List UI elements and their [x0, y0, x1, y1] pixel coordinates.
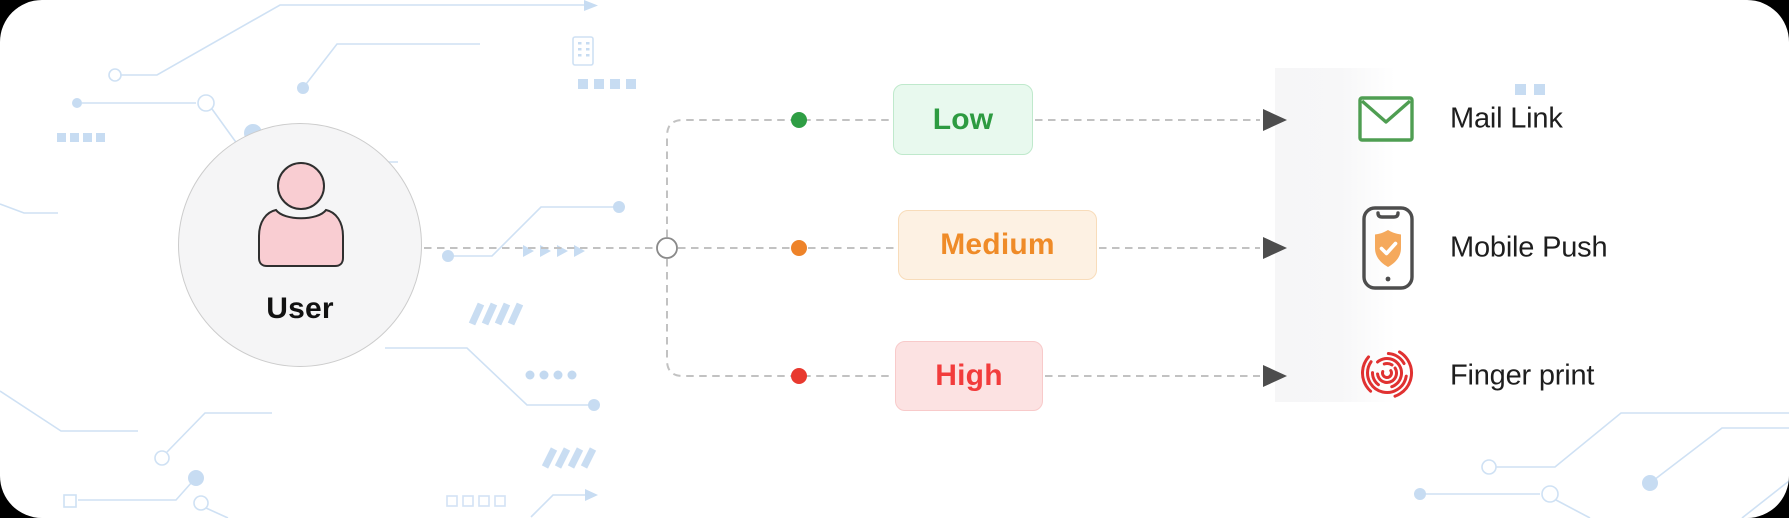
flow-line-low — [666, 119, 891, 237]
building-icon — [572, 36, 594, 66]
shield-icon — [1375, 230, 1401, 267]
method-label-mobile-push: Mobile Push — [1450, 231, 1608, 264]
flow-line-high — [666, 259, 893, 377]
medium-dot — [791, 240, 807, 256]
high-dot — [791, 368, 807, 384]
branch-node — [656, 237, 678, 259]
low-dot — [791, 112, 807, 128]
risk-badge-low: Low — [893, 84, 1033, 155]
user-node-label: User — [266, 292, 334, 325]
risk-badge-high: High — [895, 341, 1043, 411]
method-label-finger-print: Finger print — [1450, 359, 1595, 392]
risk-badge-medium: Medium — [898, 210, 1097, 280]
circuit-arrow-icon — [585, 489, 598, 501]
mail-icon — [1358, 96, 1414, 142]
fingerprint-icon — [1361, 347, 1413, 399]
method-label-mail-link: Mail Link — [1450, 102, 1563, 135]
shield-phone-icon — [1362, 206, 1414, 290]
circuit-arrow-icon — [584, 0, 598, 11]
user-node — [178, 123, 422, 367]
check-icon — [1379, 241, 1398, 256]
circuit-ring — [108, 68, 122, 82]
